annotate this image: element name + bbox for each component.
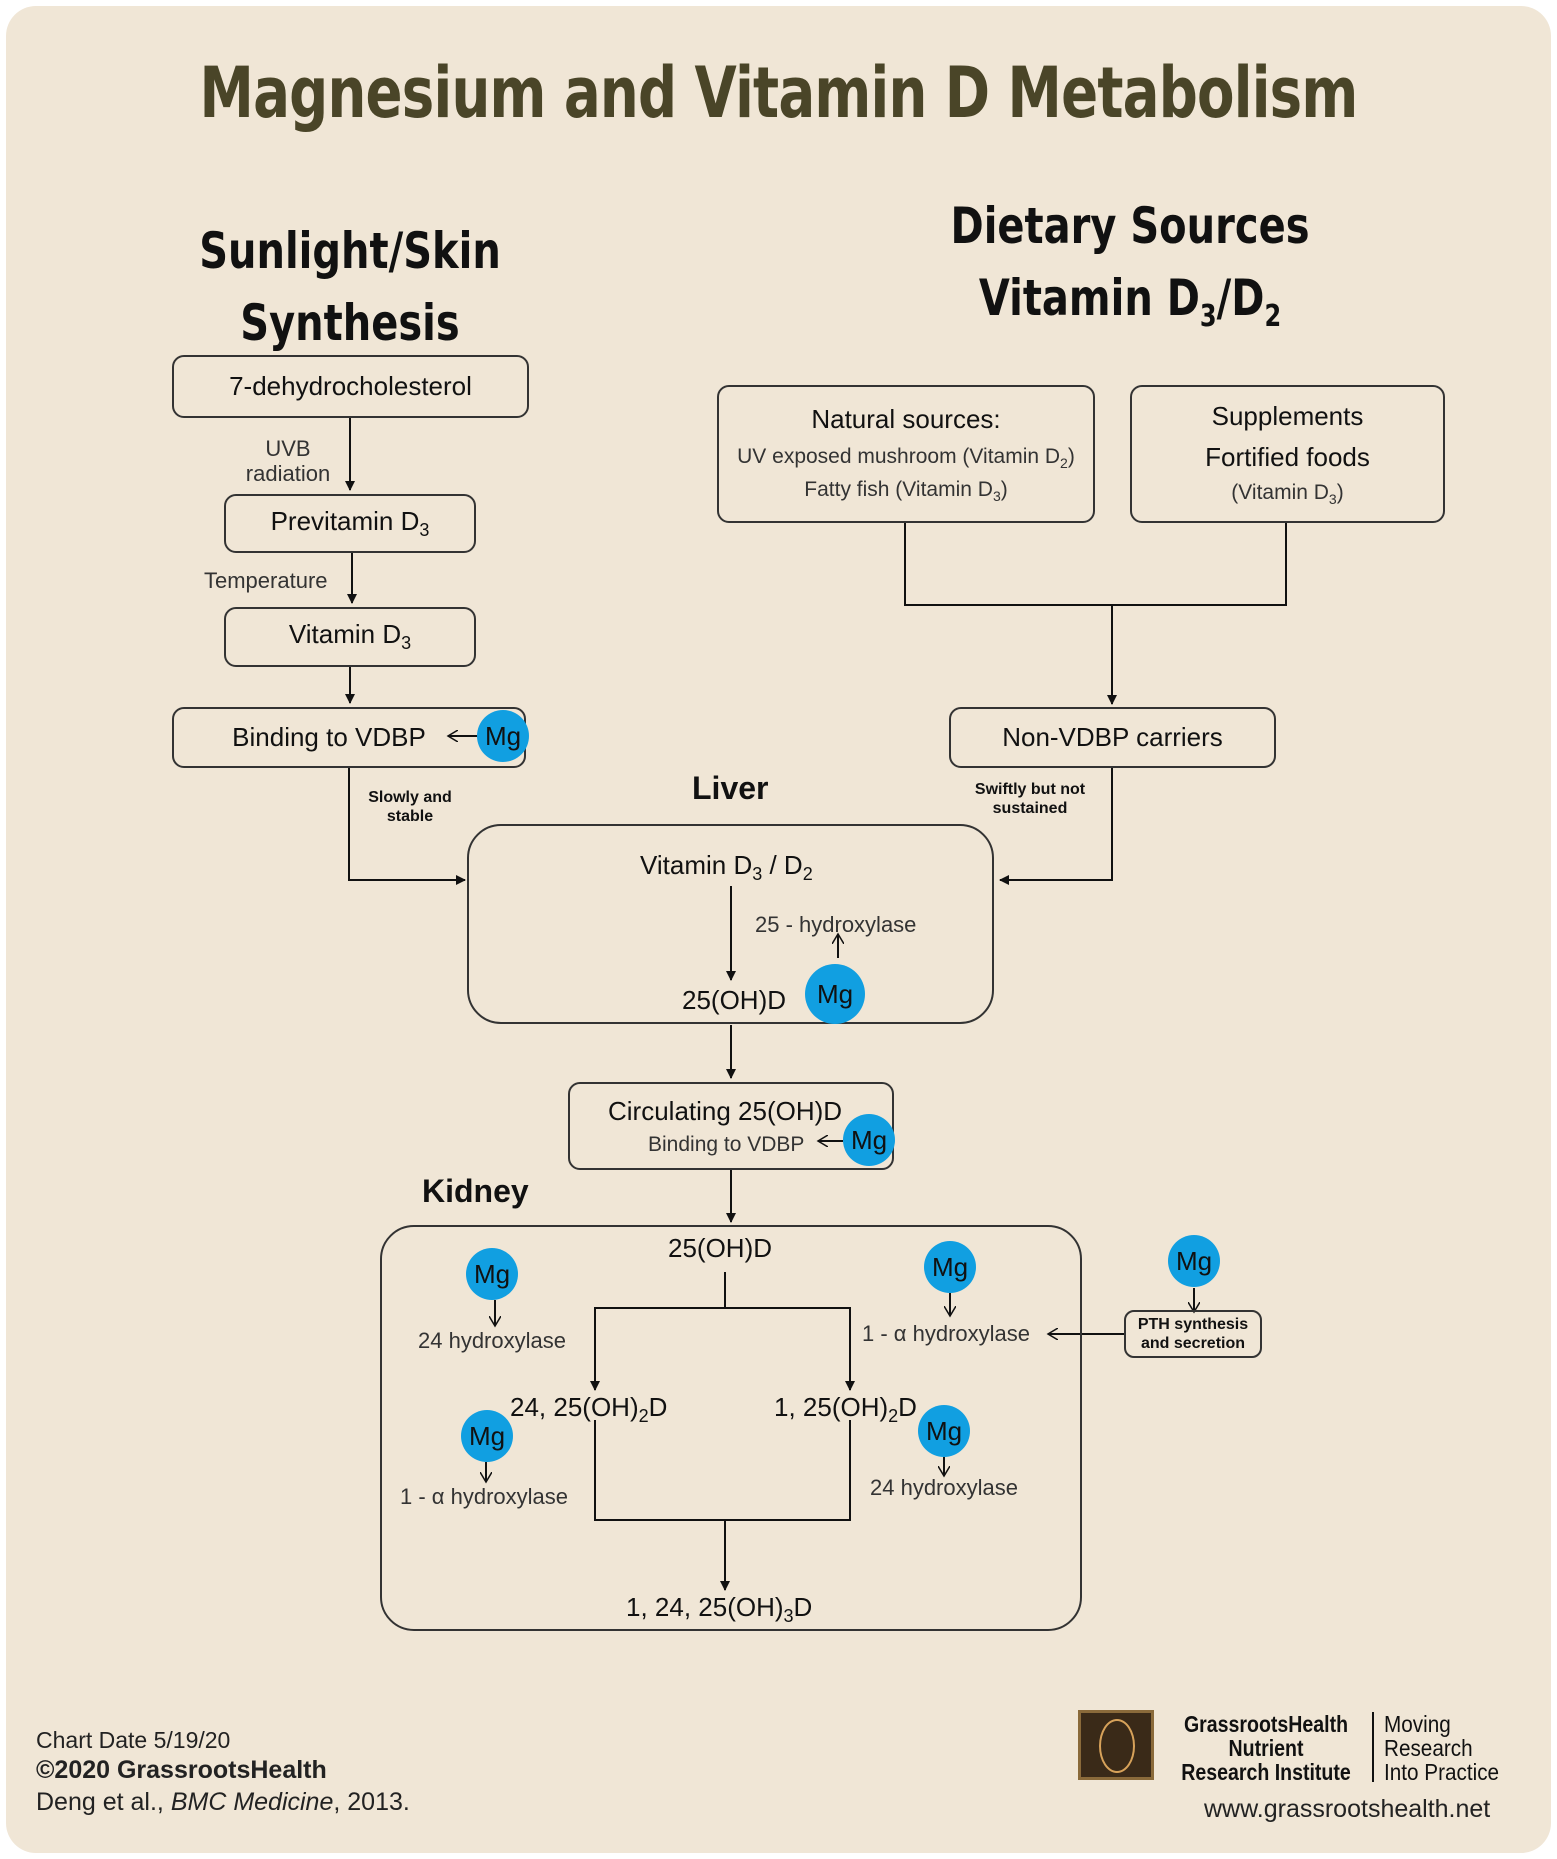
chart-date: Chart Date 5/19/20 xyxy=(36,1727,231,1753)
sunlight-header: Sunlight/Skin Synthesis xyxy=(199,222,501,352)
hydroxylase24-right-label: 24 hydroxylase xyxy=(870,1475,1018,1500)
mg-circle-kidney-right-bottom: Mg xyxy=(918,1405,970,1457)
mg-circle-pth: Mg xyxy=(1168,1235,1220,1287)
dehydrocholesterol-label: 7-dehydrocholesterol xyxy=(229,371,472,401)
circulating-line1: Circulating 25(OH)D xyxy=(608,1095,843,1126)
temperature-label: Temperature xyxy=(204,568,328,593)
citation: Deng et al., BMC Medicine, 2013. xyxy=(36,1788,410,1816)
mg-circle-circulating: Mg xyxy=(843,1114,895,1166)
tagline: Moving Research Into Practice xyxy=(1384,1711,1500,1785)
supplements-line1: Supplements xyxy=(1211,400,1364,431)
copyright: ©2020 GrassrootsHealth xyxy=(36,1756,327,1784)
liver-product-label: 25(OH)D xyxy=(682,985,787,1015)
website-url[interactable]: www.grassrootshealth.net xyxy=(1204,1795,1491,1823)
alpha-hydroxylase-right-label: 1 - α hydroxylase xyxy=(862,1321,1031,1346)
mg-circle-kidney-right-top: Mg xyxy=(924,1241,976,1293)
dietary-header-line2: Vitamin D3/D2 xyxy=(978,269,1282,334)
dietary-header-line1: Dietary Sources xyxy=(950,197,1310,255)
previtamin-box: Previtamin D3 xyxy=(224,494,476,553)
non-vdbp-label: Non-VDBP carriers xyxy=(1002,722,1223,752)
mg-circle-kidney-left-top: Mg xyxy=(466,1248,518,1300)
page-title: Magnesium and Vitamin D Metabolism xyxy=(199,52,1359,134)
uvb-label-line1: UVB xyxy=(265,436,311,461)
circulating-line2: Binding to VDBP xyxy=(648,1132,805,1156)
vitruvian-logo xyxy=(1078,1710,1154,1780)
natural-sources-line2: Fatty fish (Vitamin D3) xyxy=(804,477,1008,504)
vitamin-d3-box: Vitamin D3 xyxy=(224,607,476,667)
alpha-hydroxylase-left-label: 1 - α hydroxylase xyxy=(400,1484,569,1509)
supplements-line3: (Vitamin D3) xyxy=(1231,480,1344,508)
mg-circle-liver: Mg xyxy=(805,964,865,1024)
kidney-top-label: 25(OH)D xyxy=(668,1233,773,1263)
hydroxylase24-left-label: 24 hydroxylase xyxy=(418,1328,566,1353)
vitamin-d3-label: Vitamin D3 xyxy=(288,619,412,654)
binding-vdbp-box: Binding to VDBP xyxy=(172,707,526,768)
dehydrocholesterol-box: 7-dehydrocholesterol xyxy=(172,355,529,418)
uvb-label-line2: radiation xyxy=(245,461,331,486)
product-right-label: 1, 25(OH)2D xyxy=(774,1392,917,1427)
product-left-label: 24, 25(OH)2D xyxy=(510,1392,668,1427)
kidney-box xyxy=(380,1225,1082,1631)
previtamin-label: Previtamin D3 xyxy=(270,505,430,541)
non-vdbp-box: Non-VDBP carriers xyxy=(949,707,1276,768)
supplements-box: Supplements Fortified foods (Vitamin D3) xyxy=(1130,385,1445,523)
slowly-stable-label: Slowly and stable xyxy=(368,789,452,825)
liver-vitamin-label: Vitamin D3 / D2 xyxy=(640,850,813,885)
mg-circle-binding: Mg xyxy=(477,710,529,762)
org-name: GrassrootsHealth Nutrient Research Insti… xyxy=(1181,1711,1351,1785)
circulating-box: Circulating 25(OH)D Binding to VDBP xyxy=(568,1082,894,1170)
pth-box: PTH synthesis and secretion xyxy=(1124,1310,1262,1358)
mg-circle-kidney-left-bottom: Mg xyxy=(461,1410,513,1462)
swiftly-label: Swiftly but not sustained xyxy=(974,781,1086,817)
supplements-line2: Fortified foods xyxy=(1205,441,1370,472)
binding-vdbp-label: Binding to VDBP xyxy=(232,722,426,752)
natural-sources-line1: UV exposed mushroom (Vitamin D2) xyxy=(737,445,1075,472)
logo-divider xyxy=(1372,1712,1374,1782)
liver-box xyxy=(467,824,994,1024)
liver-enzyme-label: 25 - hydroxylase xyxy=(755,912,917,937)
diagram-card xyxy=(6,6,1551,1853)
final-product-label: 1, 24, 25(OH)3D xyxy=(626,1592,813,1627)
kidney-label: Kidney xyxy=(422,1173,529,1209)
natural-sources-title: Natural sources: xyxy=(811,404,1001,435)
natural-sources-box: Natural sources: UV exposed mushroom (Vi… xyxy=(717,385,1095,523)
liver-label: Liver xyxy=(692,770,769,806)
